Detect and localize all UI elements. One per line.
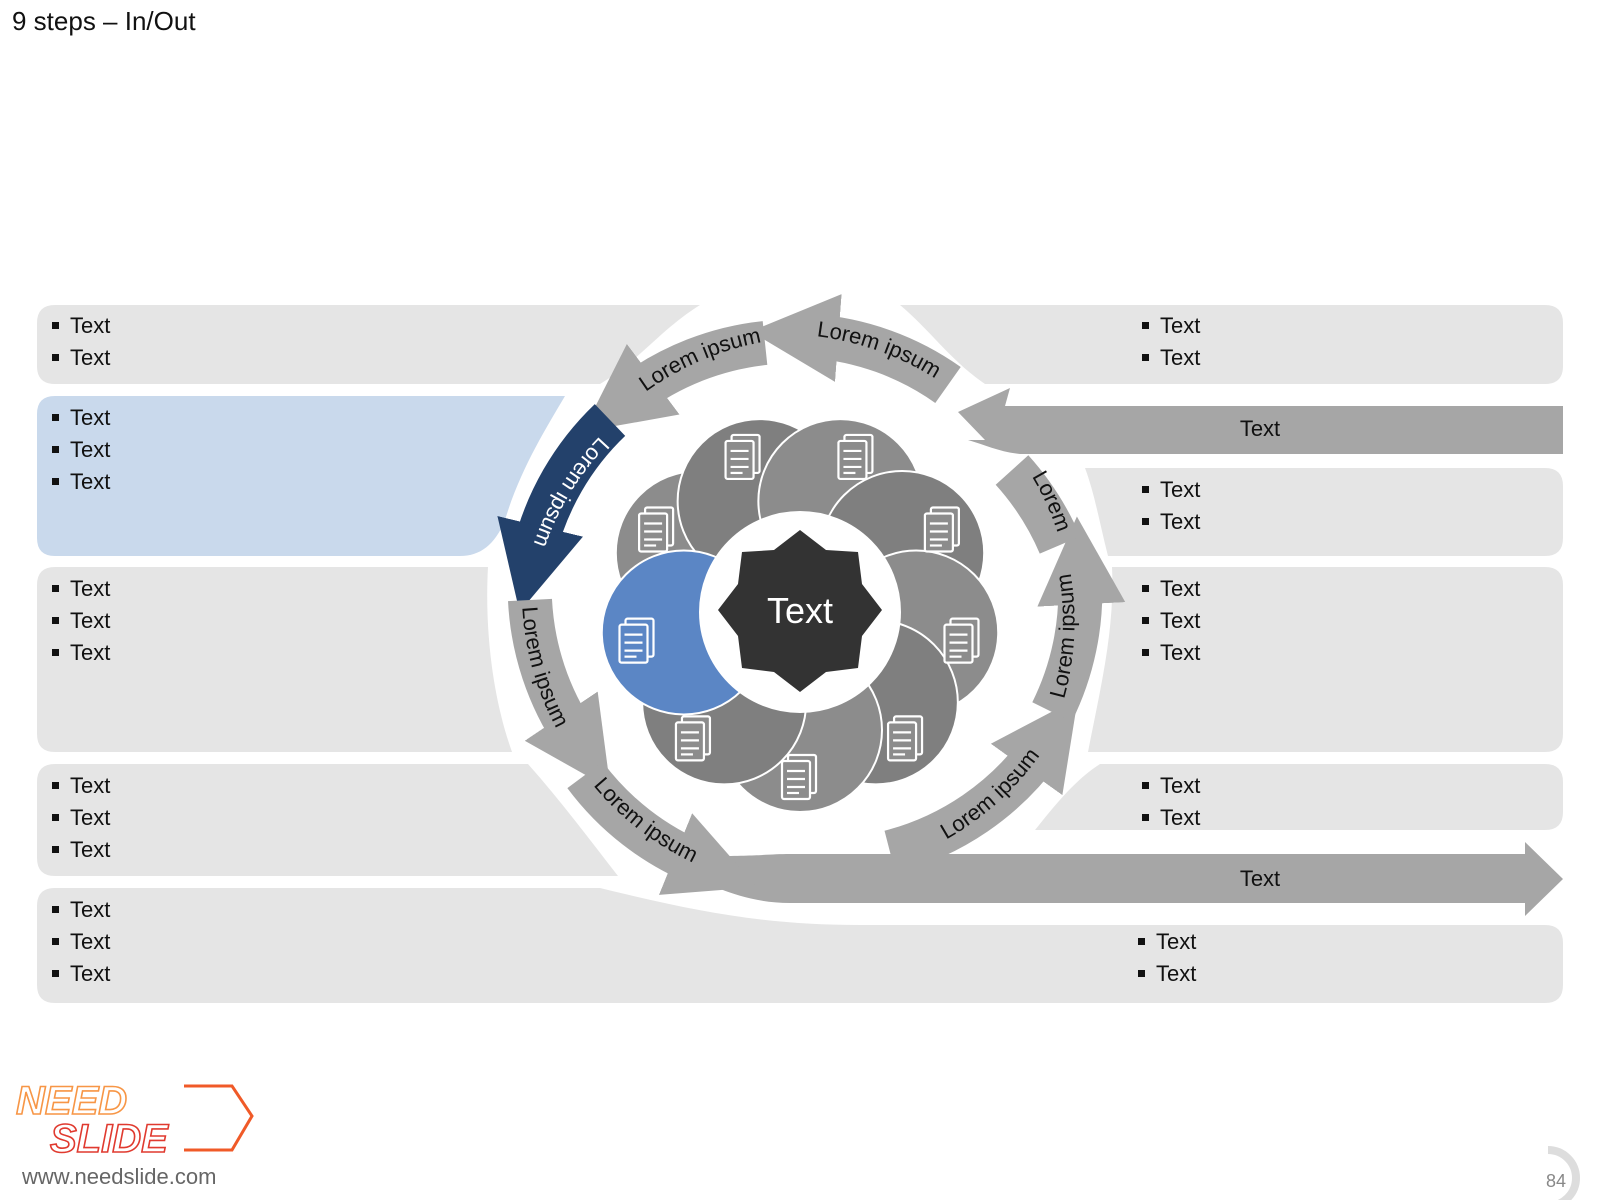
bullet-item: Text: [1140, 342, 1200, 374]
page-number: 84: [1546, 1171, 1567, 1191]
bullet-item: Text: [1140, 802, 1200, 834]
in-arrow-label: Text: [1239, 416, 1281, 441]
svg-text:SLIDE: SLIDE: [50, 1117, 169, 1160]
right-panel-2: [1085, 468, 1563, 556]
out-arrow[interactable]: [715, 842, 1563, 916]
right-panel-4: [1035, 764, 1563, 830]
report-chart-icon: [638, 506, 675, 553]
bullet-item: Text: [50, 834, 110, 866]
right-panel-3: [1088, 567, 1563, 752]
bullet-item: Text: [1140, 605, 1200, 637]
page-badge: [1547, 1146, 1580, 1200]
ring-arrow-bottom-right[interactable]: [884, 697, 1078, 874]
left-panel-2[interactable]: [37, 396, 565, 556]
center-label: Text: [767, 590, 833, 631]
out-arrow-label: Text: [1239, 866, 1281, 891]
binders-icon: [674, 715, 712, 762]
bullet-item: Text: [50, 894, 110, 926]
bullet-item: Text: [50, 402, 110, 434]
ring-arrow-left[interactable]: [508, 598, 611, 790]
bullet-item: Text: [1136, 926, 1196, 958]
bullet-item: Text: [1140, 770, 1200, 802]
bullet-item: Text: [50, 958, 110, 990]
left-panel-4: [37, 764, 618, 876]
svg-text:NEED: NEED: [16, 1080, 127, 1123]
mobile-chart-icon: [886, 715, 924, 762]
center-octagram[interactable]: [718, 530, 882, 692]
document-image-icon: [943, 617, 980, 664]
bullet-item: Text: [1140, 310, 1200, 342]
bullet-item: Text: [50, 342, 110, 374]
bullet-item: Text: [1140, 506, 1200, 538]
phone-coins-icon: [837, 433, 874, 481]
right-panel-1: [900, 305, 1563, 384]
bullet-item: Text: [50, 310, 110, 342]
bullet-item: Text: [50, 926, 110, 958]
needslide-logo: NEED SLIDE: [15, 1080, 254, 1160]
bullet-item: Text: [50, 605, 110, 637]
left-panel-5: [37, 888, 1563, 1003]
left-panel-1: [37, 305, 700, 384]
bullet-item: Text: [1140, 573, 1200, 605]
bullet-item: Text: [50, 637, 110, 669]
slide-title: 9 steps – In/Out: [12, 6, 196, 36]
document-stack-icon: [618, 617, 655, 664]
presentation-board-icon: [923, 506, 960, 553]
ring-arrow-right[interactable]: [1032, 516, 1126, 722]
bullet-item: Text: [1140, 637, 1200, 669]
pie-report-icon: [724, 433, 761, 481]
in-arrow[interactable]: [958, 388, 1563, 454]
bullet-item: Text: [50, 466, 110, 498]
ring-arrow-top-right[interactable]: [750, 294, 961, 404]
website-url: www.needslide.com: [22, 1164, 217, 1189]
ring-arrows: [497, 294, 1126, 895]
bullet-item: Text: [50, 770, 110, 802]
bullet-item: Text: [1136, 958, 1196, 990]
ring-arrow-right-upper[interactable]: [995, 455, 1081, 555]
bullet-item: Text: [50, 802, 110, 834]
ring-arrow-bottom[interactable]: [567, 761, 758, 895]
ring-arrow-left-highlight[interactable]: [497, 404, 626, 612]
bullet-item: Text: [50, 434, 110, 466]
bar-report-icon: [780, 753, 818, 801]
petal-icons: [618, 433, 980, 801]
ring-arrow-top-left[interactable]: [582, 321, 768, 432]
left-panel-3: [37, 567, 512, 752]
bullet-item: Text: [1140, 474, 1200, 506]
bullet-item: Text: [50, 573, 110, 605]
